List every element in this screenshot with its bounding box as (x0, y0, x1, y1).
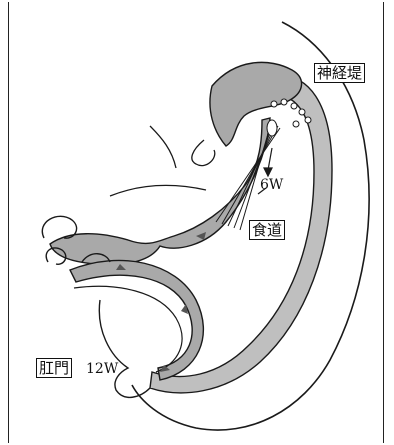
belly-outline (99, 300, 150, 397)
anus-week-label: 12W (86, 361, 118, 377)
anus-label: 肛門 (36, 358, 72, 378)
esophagus-label: 食道 (249, 220, 285, 240)
inner-contour (74, 286, 182, 372)
neural-ridge-label: 神経堤 (314, 63, 365, 83)
head-region (210, 62, 302, 146)
neural-tube (150, 75, 332, 392)
face-outline (110, 126, 215, 196)
esophagus-week-label: 6W (260, 177, 283, 193)
